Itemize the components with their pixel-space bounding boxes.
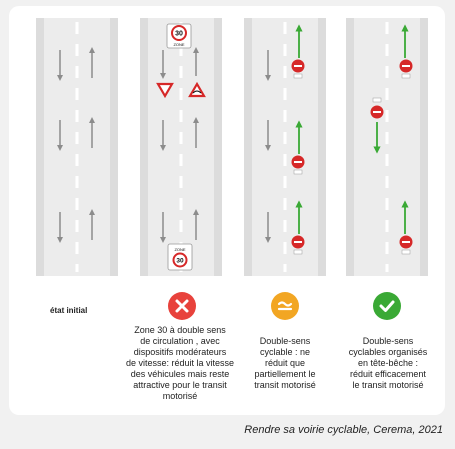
zone30-exit-sign-word: ZONE [174, 247, 185, 252]
no-entry-sign [399, 235, 413, 255]
zone30-entry-sign: 30 ZONE [166, 23, 192, 49]
double-sens-description: Double-sens cyclable : ne réduit que par… [254, 336, 316, 390]
yield-sign [156, 82, 174, 99]
no-entry-sign [370, 97, 384, 119]
zone30-exit-sign: ZONE 30 [167, 243, 193, 271]
road-tete-beche [346, 18, 428, 276]
speed-bump-sign [188, 81, 206, 98]
source-caption: Rendre sa voirie cyclable, Cerema, 2021 [244, 424, 443, 436]
approx-icon [271, 292, 299, 320]
road-zone30: 30 ZONE ZONE 30 [140, 18, 222, 276]
no-entry-sign [291, 155, 305, 175]
cross-icon [168, 292, 196, 320]
zone30-entry-sign-word: ZONE [173, 42, 184, 47]
zone30-exit-sign-number: 30 [176, 258, 184, 265]
tete-beche-description: Double-sens cyclables organisés en tête-… [348, 336, 428, 390]
check-icon [373, 292, 401, 320]
no-entry-sign [399, 59, 413, 79]
road-double-sens [244, 18, 326, 276]
initial-state-label: état initial [50, 306, 88, 315]
no-entry-sign [291, 235, 305, 255]
zone30-entry-sign-number: 30 [175, 31, 183, 38]
road-initial [36, 18, 118, 276]
zone30-description: Zone 30 à double sens de circulation , a… [125, 325, 235, 401]
no-entry-sign [291, 59, 305, 79]
